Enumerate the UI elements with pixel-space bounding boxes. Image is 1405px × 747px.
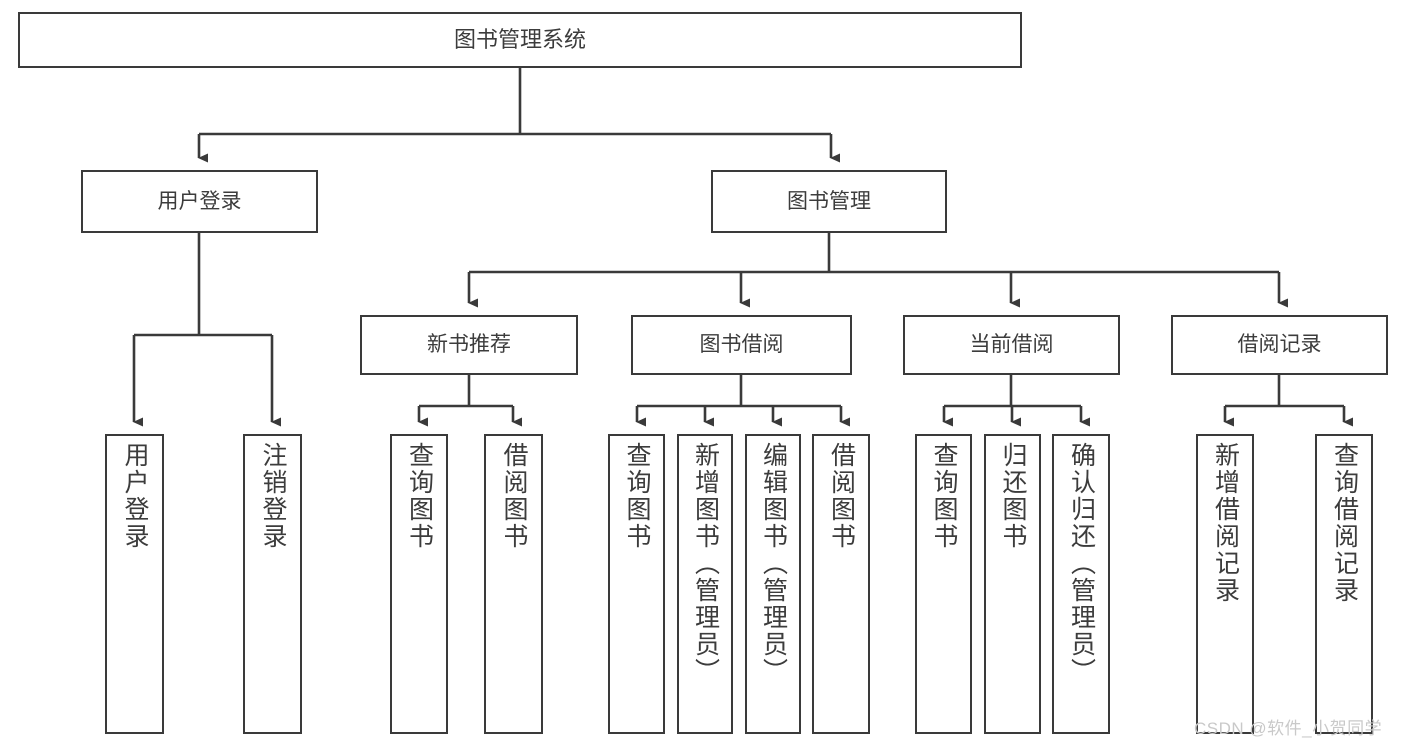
node-label: 新书推荐: [427, 333, 511, 357]
node-label: 用户登录: [121, 442, 149, 550]
node-label: 借阅记录: [1237, 333, 1322, 357]
node-label: 新增图书（管理员）: [691, 442, 720, 685]
node-book-borrow[interactable]: 图书借阅: [631, 315, 852, 375]
node-label: 借阅图书: [827, 442, 856, 550]
leaf-query-book-borrow[interactable]: 查询图书: [608, 434, 665, 734]
leaf-query-book-recommend[interactable]: 查询图书: [390, 434, 448, 734]
leaf-borrow-book-recommend[interactable]: 借阅图书: [484, 434, 543, 734]
node-label: 查询图书: [405, 442, 434, 550]
leaf-edit-book-admin[interactable]: 编辑图书（管理员）: [745, 434, 801, 734]
node-label: 借阅图书: [500, 442, 528, 550]
node-label: 查询图书: [623, 442, 651, 550]
leaf-logout-login[interactable]: 注销登录: [243, 434, 302, 734]
node-root-book-management-system[interactable]: 图书管理系统: [18, 12, 1022, 68]
node-label: 当前借阅: [969, 333, 1054, 357]
node-borrow-record[interactable]: 借阅记录: [1171, 315, 1388, 375]
leaf-query-borrow-record[interactable]: 查询借阅记录: [1315, 434, 1373, 734]
node-label: 图书管理系统: [453, 26, 586, 52]
leaf-query-book-current[interactable]: 查询图书: [915, 434, 972, 734]
node-label: 归还图书: [999, 442, 1027, 550]
node-label: 确认归还（管理员）: [1067, 442, 1096, 685]
node-label: 查询图书: [930, 442, 958, 550]
leaf-user-login[interactable]: 用户登录: [105, 434, 164, 734]
leaf-add-borrow-record[interactable]: 新增借阅记录: [1196, 434, 1254, 734]
node-label: 编辑图书（管理员）: [759, 442, 788, 685]
node-label: 图书管理: [787, 189, 871, 213]
csdn-watermark: CSDN @软件_小贺同学: [1194, 719, 1383, 738]
node-label: 用户登录: [157, 189, 242, 213]
leaf-return-book[interactable]: 归还图书: [984, 434, 1041, 734]
leaf-add-book-admin[interactable]: 新增图书（管理员）: [677, 434, 733, 734]
leaf-confirm-return-admin[interactable]: 确认归还（管理员）: [1052, 434, 1110, 734]
node-label: 注销登录: [259, 442, 287, 550]
leaf-borrow-book[interactable]: 借阅图书: [812, 434, 870, 734]
node-book-management[interactable]: 图书管理: [711, 170, 947, 233]
node-label: 图书借阅: [699, 333, 784, 357]
node-label: 新增借阅记录: [1211, 442, 1240, 604]
node-user-login[interactable]: 用户登录: [81, 170, 318, 233]
node-new-book-recommend[interactable]: 新书推荐: [360, 315, 578, 375]
node-label: 查询借阅记录: [1330, 442, 1359, 604]
node-current-borrow[interactable]: 当前借阅: [903, 315, 1120, 375]
